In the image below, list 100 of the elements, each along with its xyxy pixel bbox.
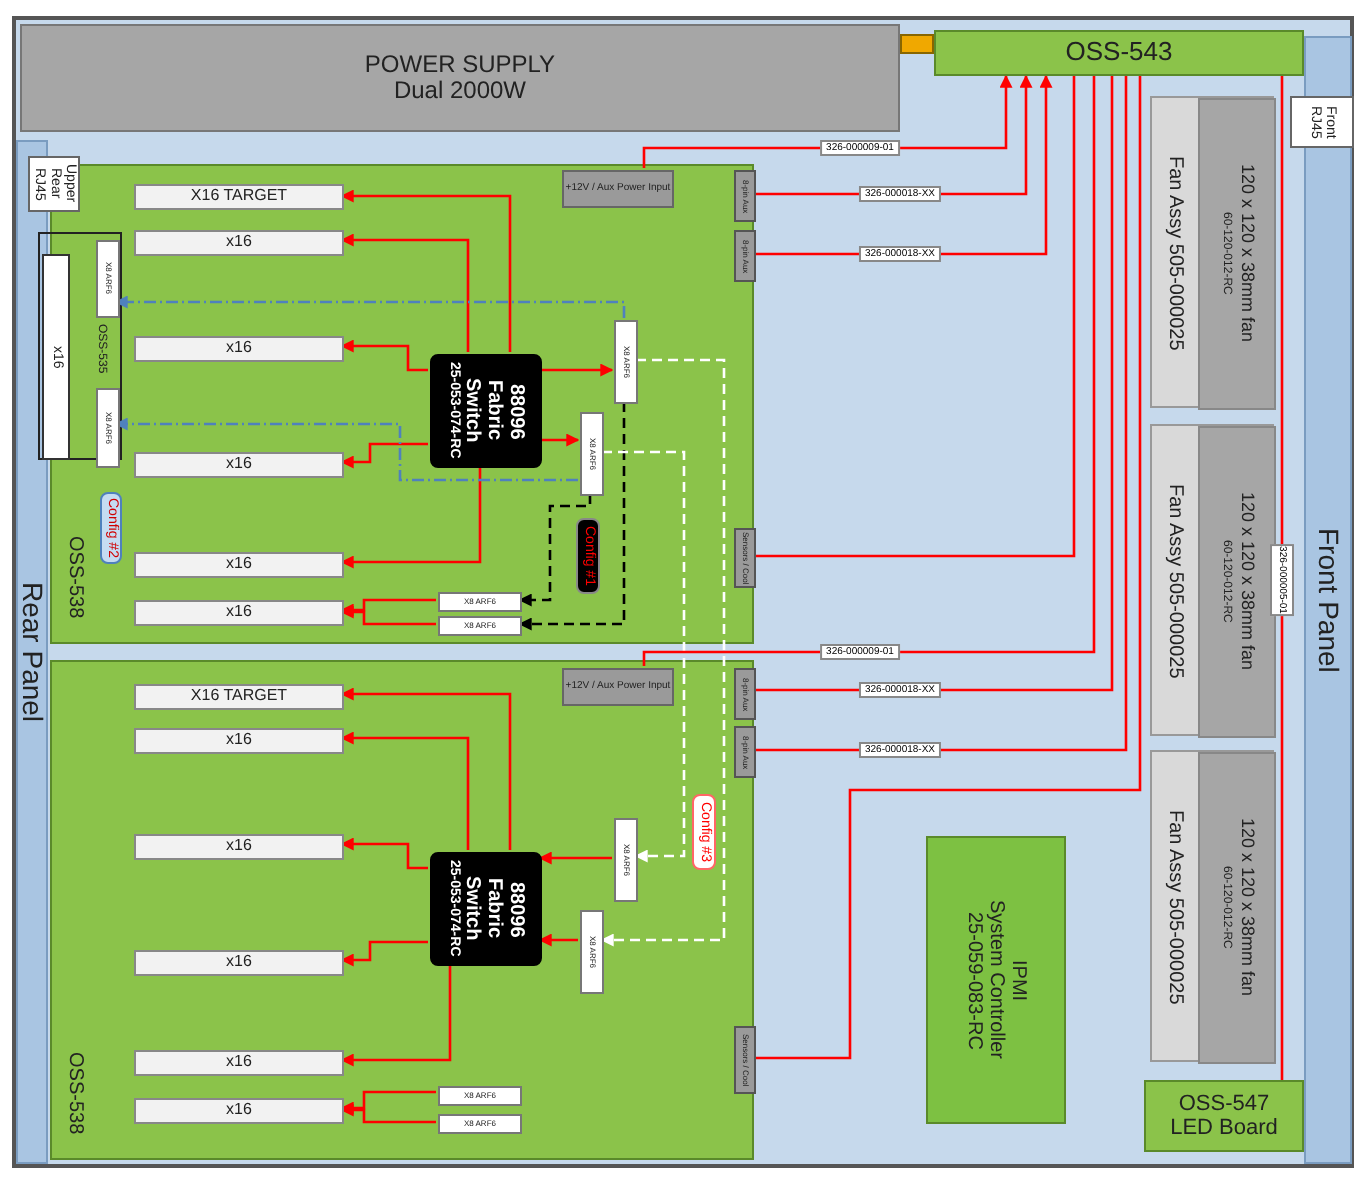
arrow [540, 363, 614, 377]
arrow [538, 851, 612, 865]
cable-line [642, 74, 1013, 168]
arrow [340, 1090, 436, 1115]
slot-box [134, 1050, 344, 1076]
fan-label: 120 x 120 x 38mm fan [1235, 818, 1256, 998]
connector-box [96, 388, 120, 468]
slot-box [134, 452, 344, 478]
fan-box [1198, 426, 1276, 738]
panel-label: Rear Panel [16, 581, 48, 723]
controller-label: 25-059-083-RC [963, 911, 985, 1049]
connector-box [580, 910, 604, 994]
power-supply-box [20, 24, 900, 132]
chip-label: 88096 Fabric Switch [460, 876, 527, 942]
power-supply-label: POWER SUPPLY [364, 51, 556, 78]
arrow [340, 605, 436, 626]
connector-box [438, 1086, 522, 1106]
slot-box [134, 728, 344, 754]
panel-band [16, 140, 48, 1164]
arrow [340, 731, 470, 850]
connector-box [580, 412, 604, 496]
board-label: OSS-538 [64, 535, 86, 618]
board-label: OSS-543 [1065, 38, 1173, 68]
slot-label: x16 [226, 954, 252, 972]
connector-box [734, 528, 756, 588]
cable-line [754, 74, 1033, 196]
fan-assembly-label: Fan Assy 505-000025 [1162, 482, 1188, 684]
slot-box [134, 552, 344, 578]
slot-label: x16 [226, 234, 252, 252]
arrow [340, 940, 428, 967]
connector-box [438, 592, 522, 612]
arrow [540, 433, 580, 447]
arrow [340, 466, 482, 569]
fan-box [1198, 98, 1276, 410]
cable-line [754, 74, 1053, 256]
switch-chip [430, 852, 542, 966]
controller-label: IPMI [1007, 959, 1029, 1001]
cable-line [642, 76, 1096, 666]
fan-assembly-label: Fan Assy 505-000025 [1162, 808, 1188, 1010]
slot-box [134, 600, 344, 626]
config-tag [576, 518, 600, 594]
connector-box [438, 616, 522, 636]
slot-box [42, 254, 70, 460]
arrow [340, 687, 512, 850]
config-tag [692, 794, 716, 870]
power-connector [562, 170, 674, 208]
connector-box [614, 320, 638, 404]
connector-box [1290, 96, 1354, 148]
switch-chip [430, 354, 542, 468]
connector-box [734, 726, 756, 778]
cable-line [1280, 76, 1284, 1080]
arrow [340, 189, 512, 352]
arrow [114, 417, 578, 482]
board-label: OSS-547 [1178, 1091, 1270, 1116]
arrow [340, 233, 470, 352]
slot-box [134, 336, 344, 362]
fan-assembly-box [1150, 96, 1274, 408]
board-label: OSS-538 [64, 1051, 86, 1134]
slot-box [134, 684, 344, 710]
board-label: LED Board [1170, 1116, 1278, 1141]
arrow [538, 933, 578, 947]
connector-box [734, 668, 756, 720]
slot-label: x16 [226, 556, 252, 574]
slot-box [134, 834, 344, 860]
arrow [602, 450, 686, 863]
panel-band [1304, 36, 1352, 1164]
power-connector [562, 668, 674, 706]
chip-label: 88096 Fabric Switch [460, 378, 527, 444]
fan-assembly-box [1150, 750, 1274, 1062]
slot-box [134, 950, 344, 976]
slot-label: x16 [226, 1102, 252, 1120]
arrow [114, 295, 626, 318]
slot-label: x16 [226, 340, 252, 358]
connector-box [734, 170, 756, 222]
connector-box [734, 1026, 756, 1094]
controller-box [926, 836, 1066, 1124]
slot-label: x16 [226, 1054, 252, 1072]
fan-label: 120 x 120 x 38mm fan [1235, 164, 1256, 344]
arrow [340, 964, 452, 1067]
panel-label: Front Panel [1312, 527, 1344, 673]
config-tag [100, 492, 122, 564]
slot-label: X16 TARGET [190, 188, 288, 206]
arrow [340, 442, 428, 469]
connector-box [614, 818, 638, 902]
slot-label: x16 [226, 732, 252, 750]
arrow [340, 598, 436, 617]
slot-label: x16 [226, 456, 252, 474]
slot-box [134, 230, 344, 256]
slot-box [134, 184, 344, 210]
board-box [934, 30, 1304, 76]
connector-box [734, 230, 756, 282]
fan-label: 120 x 120 x 38mm fan [1235, 492, 1256, 672]
fan-assembly-label: Fan Assy 505-000025 [1162, 154, 1188, 356]
arrow [340, 1103, 436, 1124]
arrow [600, 358, 726, 947]
connector-box [438, 1114, 522, 1134]
circuit-board [50, 660, 754, 1160]
power-supply-label: Dual 2000W [393, 78, 527, 105]
controller-label: System Controller [985, 900, 1007, 1060]
slot-label: X16 TARGET [190, 688, 288, 706]
